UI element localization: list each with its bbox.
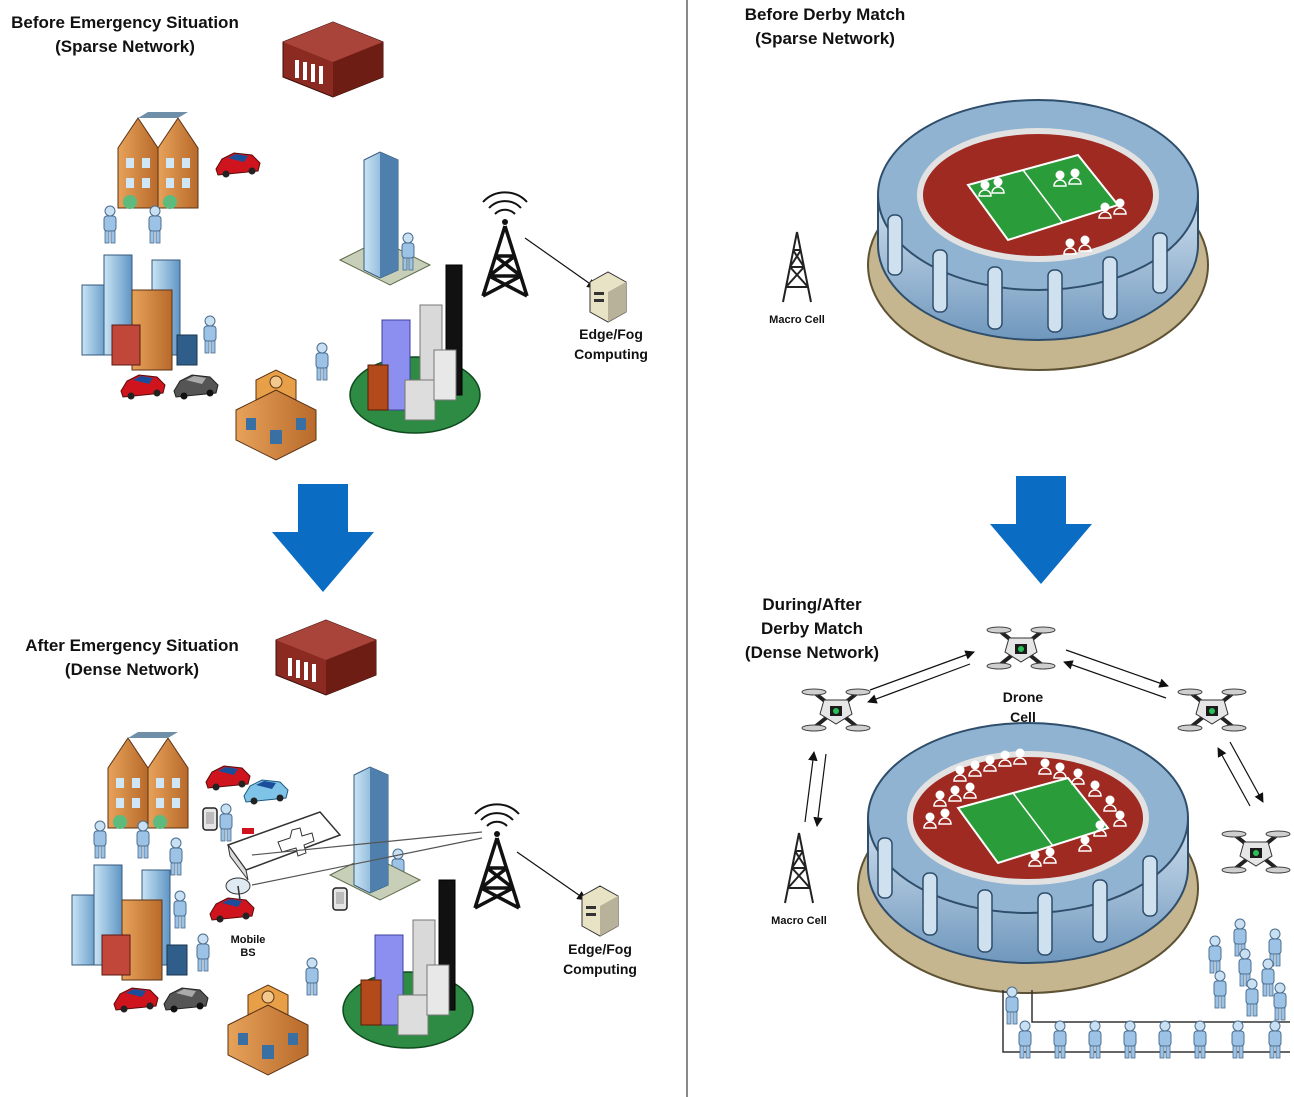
right-transition-arrow [990,476,1092,584]
cell-tower-icon [481,190,529,298]
person-icon [103,205,117,244]
stadium-icon [858,723,1198,993]
smartphone-icon [332,887,348,911]
skyscraper-icon [329,766,421,901]
person-icon [315,342,329,381]
edge-fog-label-line2: Computing [563,961,637,977]
left-after-title-line1: After Emergency Situation [25,636,239,655]
server-icon [581,885,619,937]
drone-icon [1220,829,1292,875]
red-car-icon [120,374,166,400]
drone-icon [1176,687,1248,733]
left-before-title-line2: (Sparse Network) [55,37,195,56]
hospital-building-icon [235,369,317,461]
edge-fog-label-line2: Computing [574,346,648,362]
mobile-bs-label-line2: BS [240,947,255,959]
office-building-icon [275,619,377,696]
person-icon [203,315,217,354]
server-icon [589,271,627,323]
left-after-panel: After Emergency Situation (Dense Network… [25,619,637,1076]
drone-icon [985,625,1057,671]
hospital-building-icon [227,984,309,1076]
red-car-icon [205,765,251,791]
macro-cell-label: Macro Cell [769,314,825,326]
link-line [251,837,483,886]
tower-to-edge-link [524,237,597,289]
people-crowd [1208,918,1287,1021]
left-before-title-line1: Before Emergency Situation [11,13,239,32]
people-queue [1002,986,1290,1059]
stadium-icon [868,100,1208,370]
right-before-panel: Before Derby Match (Sparse Network) Macr… [745,5,1208,370]
red-car-icon [113,987,159,1013]
blue-car-icon [243,779,289,805]
city-block-icon [71,864,188,981]
cell-tower-icon [473,802,521,910]
right-before-title-line1: Before Derby Match [745,5,906,24]
right-before-title-line2: (Sparse Network) [755,29,895,48]
macro-cell-tower-icon [784,832,814,904]
left-transition-arrow [272,484,374,592]
downtown-district-icon [342,879,474,1049]
person-icon [136,820,150,859]
tower-to-edge-link [516,851,587,901]
left-before-panel: Before Emergency Situation (Sparse Netwo… [11,13,648,461]
macro-cell-tower-icon [782,231,812,303]
drone-cell-label-line2: Cell [1010,709,1036,725]
person-icon [148,205,162,244]
ambulance-icon [226,811,342,881]
skyscraper-icon [339,151,431,286]
person-icon [173,890,187,929]
mobile-bs-label-line1: Mobile [231,934,266,946]
person-icon [93,820,107,859]
gray-car-icon [173,374,219,400]
office-building-icon [282,21,384,98]
right-after-title-line2: Derby Match [761,619,863,638]
link-line [251,831,483,856]
edge-fog-label-line1: Edge/Fog [579,326,643,342]
left-after-title-line2: (Dense Network) [65,660,199,679]
right-after-title-line3: (Dense Network) [745,643,879,662]
gray-car-icon [163,987,209,1013]
person-icon [169,837,183,876]
person-icon [196,933,210,972]
townhouses-icon [117,111,199,210]
person-icon [219,803,233,842]
drone-cell-label-line1: Drone [1003,689,1044,705]
drone-links [804,649,1264,827]
red-car-icon [215,152,261,178]
right-after-panel: During/After Derby Match (Dense Network)… [745,595,1292,1059]
downtown-district-icon [349,264,481,434]
townhouses-icon [107,731,189,830]
drone-icon [800,687,872,733]
smartphone-icon [202,807,218,831]
right-after-title-line1: During/After [762,595,862,614]
mobile-base-station-icon [209,877,255,923]
city-block-icon [81,254,198,371]
edge-fog-label-line1: Edge/Fog [568,941,632,957]
macro-cell-label: Macro Cell [771,915,827,927]
person-icon [305,957,319,996]
